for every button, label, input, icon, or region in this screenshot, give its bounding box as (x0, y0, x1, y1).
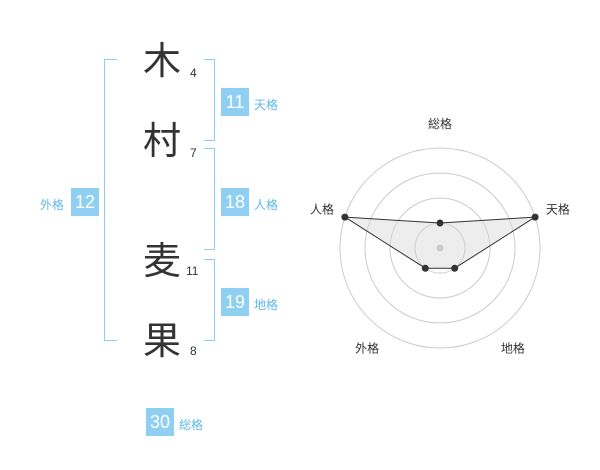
radar-axis-label: 天格 (546, 202, 570, 217)
stroke-count-2: 7 (190, 146, 197, 160)
radar-point (341, 213, 349, 221)
chikaku-bracket (204, 259, 215, 341)
radar-point (451, 264, 459, 272)
radar-center (436, 244, 444, 252)
radar-point (436, 219, 444, 227)
radar-point (531, 213, 539, 221)
tenkaku-bracket (204, 59, 215, 141)
soukaku-label: 総格 (179, 418, 204, 432)
tenkaku-label: 天格 (254, 98, 279, 112)
radar-grid-ring (364, 172, 516, 324)
chikaku-value: 19 (221, 288, 249, 316)
jinkaku-value: 18 (221, 188, 249, 216)
tenkaku-value: 11 (221, 88, 249, 116)
jinkaku-label: 人格 (254, 198, 279, 212)
radar-axis-label: 人格 (310, 202, 334, 217)
stroke-count-4: 8 (190, 344, 197, 358)
radar-axis-label: 外格 (355, 340, 379, 355)
radar-grid-ring (389, 197, 491, 299)
radar-series-polygon (344, 216, 536, 269)
name-char-4: 果 (143, 319, 182, 363)
gaikaku-bracket (104, 59, 117, 341)
stroke-count-3: 11 (186, 264, 199, 278)
gaikaku-value: 12 (71, 188, 99, 216)
radar-point (421, 264, 429, 272)
radar-grid-ring (339, 147, 541, 349)
stroke-count-1: 4 (190, 66, 197, 80)
radar-axis-label: 総格 (428, 116, 452, 131)
chikaku-label: 地格 (254, 298, 279, 312)
jinkaku-bracket (204, 148, 215, 250)
gaikaku-label: 外格 (40, 198, 65, 212)
name-char-1: 木 (143, 39, 182, 83)
radar-axis-label: 地格 (501, 340, 525, 355)
name-char-2: 村 (143, 119, 182, 163)
soukaku-value: 30 (146, 408, 174, 436)
name-char-3: 麦 (143, 239, 182, 283)
